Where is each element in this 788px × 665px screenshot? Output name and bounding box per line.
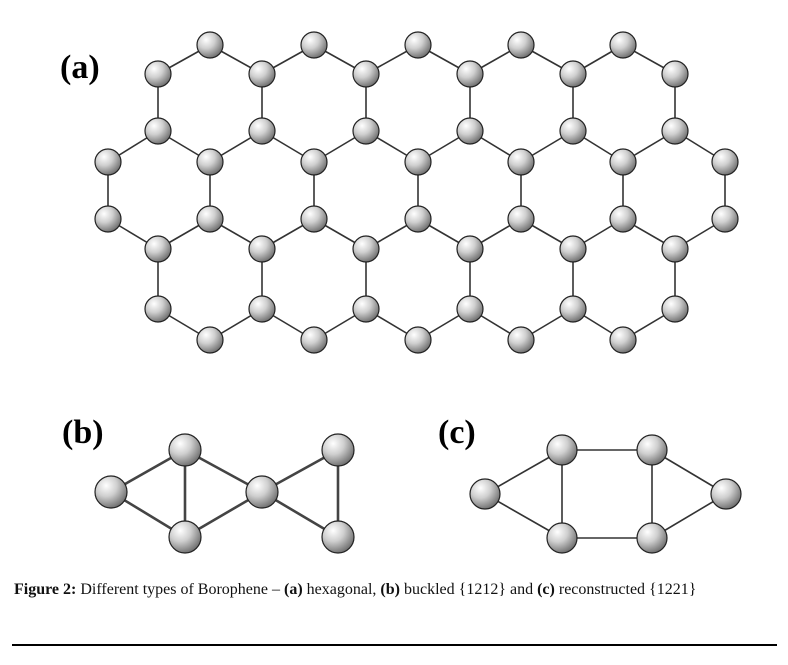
boron-atom bbox=[168, 433, 202, 467]
boron-atom bbox=[196, 205, 224, 233]
boron-atom bbox=[248, 60, 276, 88]
boron-atom bbox=[352, 60, 380, 88]
panel-label-a: (a) bbox=[60, 49, 100, 86]
panel-label-b: (b) bbox=[62, 414, 104, 451]
caption-lead: Figure 2: bbox=[14, 581, 77, 598]
boron-atom bbox=[456, 235, 484, 263]
boron-atom bbox=[559, 60, 587, 88]
boron-atom bbox=[559, 295, 587, 323]
boron-atom bbox=[546, 434, 578, 466]
boron-atom bbox=[456, 60, 484, 88]
boron-atom bbox=[94, 148, 122, 176]
boron-atom bbox=[144, 295, 172, 323]
boron-atom bbox=[507, 31, 535, 59]
caption-text-c: reconstructed {1221} bbox=[554, 581, 697, 598]
boron-atom bbox=[507, 326, 535, 354]
boron-atom bbox=[636, 434, 668, 466]
boron-atom bbox=[144, 235, 172, 263]
boron-atom bbox=[352, 235, 380, 263]
boron-atom bbox=[711, 148, 739, 176]
boron-atom bbox=[507, 205, 535, 233]
boron-atom bbox=[404, 148, 432, 176]
boron-atom bbox=[300, 148, 328, 176]
boron-atom bbox=[546, 522, 578, 554]
boron-atom bbox=[507, 148, 535, 176]
boron-atom bbox=[248, 117, 276, 145]
caption-text-b: buckled {1212} and bbox=[399, 581, 538, 598]
boron-atom bbox=[245, 475, 279, 509]
boron-atom bbox=[404, 31, 432, 59]
hexagonal-lattice bbox=[94, 31, 739, 354]
buckled-structure bbox=[94, 433, 355, 554]
boron-atom bbox=[404, 205, 432, 233]
boron-atom bbox=[248, 295, 276, 323]
boron-atom bbox=[710, 478, 742, 510]
caption-ref-a: (a) bbox=[284, 581, 303, 598]
caption-ref-c: (c) bbox=[537, 581, 555, 598]
boron-atom bbox=[352, 117, 380, 145]
caption-text-a: hexagonal, bbox=[302, 581, 381, 598]
boron-atom bbox=[456, 295, 484, 323]
boron-atom bbox=[321, 520, 355, 554]
figure-caption: Figure 2: Different types of Borophene –… bbox=[14, 579, 734, 600]
boron-atom bbox=[300, 326, 328, 354]
boron-atom bbox=[196, 326, 224, 354]
boron-atom bbox=[609, 31, 637, 59]
boron-atom bbox=[300, 205, 328, 233]
caption-text-1: Different types of Borophene – bbox=[76, 581, 285, 598]
boron-atom bbox=[661, 295, 689, 323]
boron-atom bbox=[456, 117, 484, 145]
boron-atom bbox=[94, 475, 128, 509]
boron-atom bbox=[168, 520, 202, 554]
boron-atom bbox=[661, 60, 689, 88]
boron-atom bbox=[144, 117, 172, 145]
boron-atom bbox=[609, 326, 637, 354]
boron-atom bbox=[300, 31, 328, 59]
boron-atom bbox=[248, 235, 276, 263]
boron-atom bbox=[636, 522, 668, 554]
boron-atom bbox=[404, 326, 432, 354]
boron-atom bbox=[559, 117, 587, 145]
caption-ref-b: (b) bbox=[380, 581, 400, 598]
boron-atom bbox=[321, 433, 355, 467]
boron-atom bbox=[144, 60, 172, 88]
boron-atom bbox=[469, 478, 501, 510]
boron-atom bbox=[559, 235, 587, 263]
panel-label-c: (c) bbox=[438, 414, 476, 451]
boron-atom bbox=[661, 235, 689, 263]
boron-atom bbox=[196, 148, 224, 176]
boron-atom bbox=[661, 117, 689, 145]
boron-atom bbox=[609, 205, 637, 233]
reconstructed-structure bbox=[469, 434, 742, 554]
boron-atom bbox=[94, 205, 122, 233]
boron-atom bbox=[711, 205, 739, 233]
boron-atom bbox=[609, 148, 637, 176]
boron-atom bbox=[196, 31, 224, 59]
boron-atom bbox=[352, 295, 380, 323]
bottom-rule bbox=[12, 644, 777, 646]
